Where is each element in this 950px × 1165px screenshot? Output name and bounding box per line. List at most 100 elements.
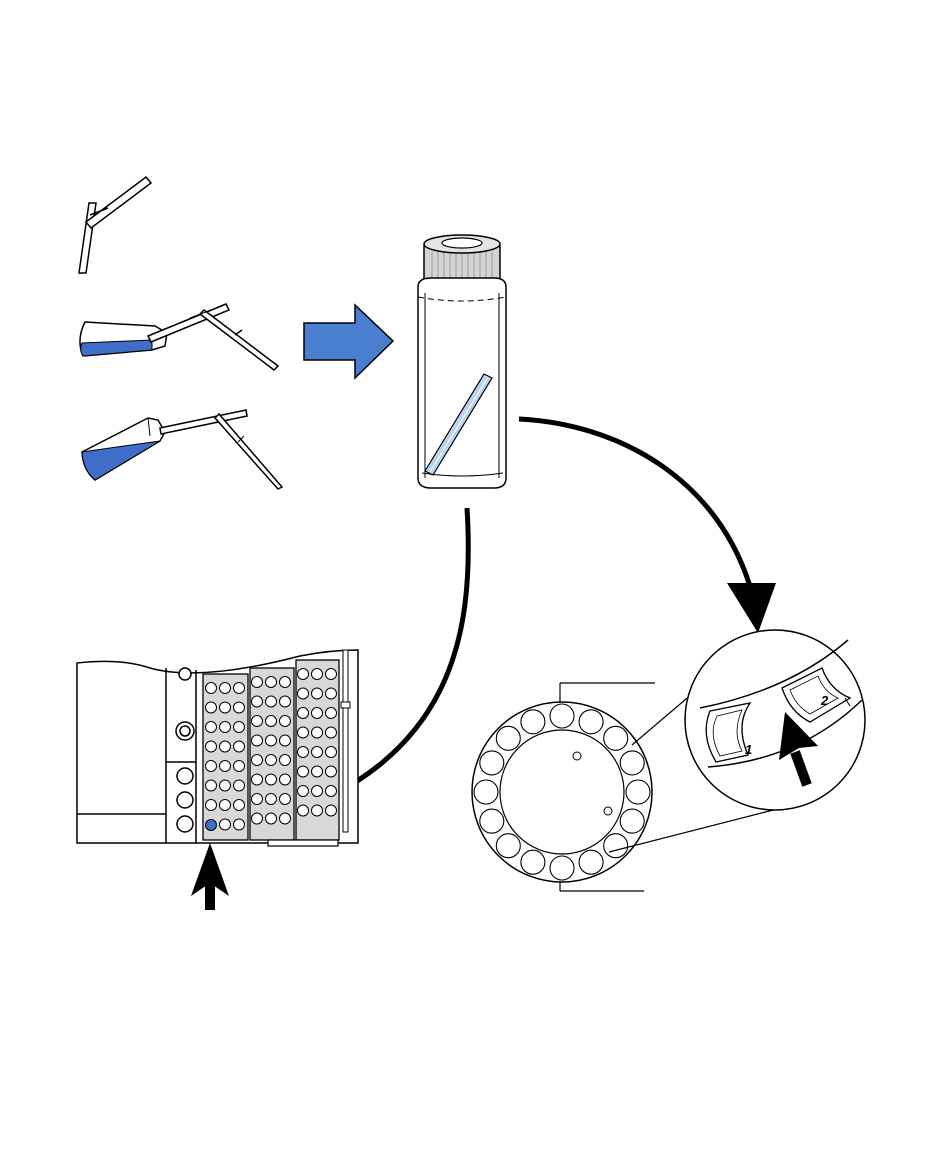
carousel-slot [480,751,504,775]
rack-well [220,702,231,713]
autosampler-rack-icon [77,650,358,846]
rack-well [326,786,337,797]
rack-well [280,696,291,707]
rack-well [266,794,277,805]
rack-well [312,786,323,797]
carousel-slot [620,809,644,833]
rack-well [280,813,291,824]
rack-well [252,677,263,688]
rack-well [312,805,323,816]
carousel-slot [550,856,574,880]
rack-well [312,708,323,719]
rack-well [234,800,245,811]
rack-well [206,683,217,694]
tilted-tube-filling-icon [80,304,278,370]
carousel-slot [480,809,504,833]
capillary-tube-icon [79,177,151,273]
rack-well [206,780,217,791]
carousel-slot [579,710,603,734]
rack-well [220,800,231,811]
rack-well [298,747,309,758]
rack-well [220,780,231,791]
tilted-tube-drained-icon [82,410,282,489]
rack-well [326,766,337,777]
rack-well [326,688,337,699]
rack-well [326,708,337,719]
rack-well [280,755,291,766]
rack-well [266,735,277,746]
rack-well [312,766,323,777]
rack-well [252,774,263,785]
rack-well [266,813,277,824]
carousel-slot [521,850,545,874]
rack-well [206,741,217,752]
carousel-slot [579,850,603,874]
rack-well [220,722,231,733]
rack-well [266,716,277,727]
rack-well [298,688,309,699]
carousel-slot [620,751,644,775]
rack-well [252,716,263,727]
rack-well [206,702,217,713]
rack-well [252,813,263,824]
rack-well [220,683,231,694]
carousel-slot [474,780,498,804]
rack-well [280,794,291,805]
transfer-arrow-icon [304,305,393,378]
rack-well [280,716,291,727]
rack-well [312,747,323,758]
rack-well [298,786,309,797]
rack-well [252,755,263,766]
selected-sample-well [206,820,217,831]
position-two-label: 2 [820,693,829,708]
rack-well [234,780,245,791]
position-one-label: 1 [745,742,752,757]
sample-vial-icon [418,235,506,488]
rack-well [326,747,337,758]
rack-well [298,669,309,680]
carousel-slot [550,704,574,728]
rack-well [206,722,217,733]
rack-well [266,696,277,707]
carousel-slot [521,710,545,734]
rack-well [252,794,263,805]
rack-well [252,696,263,707]
rack-well [206,761,217,772]
rack-position-arrow-icon [191,843,229,910]
rack-well [220,819,231,830]
rack-well [234,702,245,713]
rack-well [298,766,309,777]
rack-well [280,774,291,785]
flow-arrow-to-carousel-icon [519,419,776,633]
carousel-slot [604,834,628,858]
carousel-slot [604,726,628,750]
rack-well [298,708,309,719]
carousel-slot [626,780,650,804]
carousel-slot [496,726,520,750]
rack-well [326,669,337,680]
rack-well [220,761,231,772]
rack-well [312,727,323,738]
rack-well [312,669,323,680]
rack-well [234,722,245,733]
rack-well [298,805,309,816]
rack-well [326,727,337,738]
rack-well [234,819,245,830]
rack-well [280,677,291,688]
rack-well [266,677,277,688]
rack-well [220,741,231,752]
rack-well [280,735,291,746]
rack-well [266,755,277,766]
carousel-zoom-detail: 1 2 [685,630,865,810]
rack-well [234,761,245,772]
rack-well [326,805,337,816]
rack-well [266,774,277,785]
rack-well [234,683,245,694]
rack-well [206,800,217,811]
carousel-slot [496,834,520,858]
rack-well [298,727,309,738]
rack-well [234,741,245,752]
rack-well [252,735,263,746]
rack-well [312,688,323,699]
